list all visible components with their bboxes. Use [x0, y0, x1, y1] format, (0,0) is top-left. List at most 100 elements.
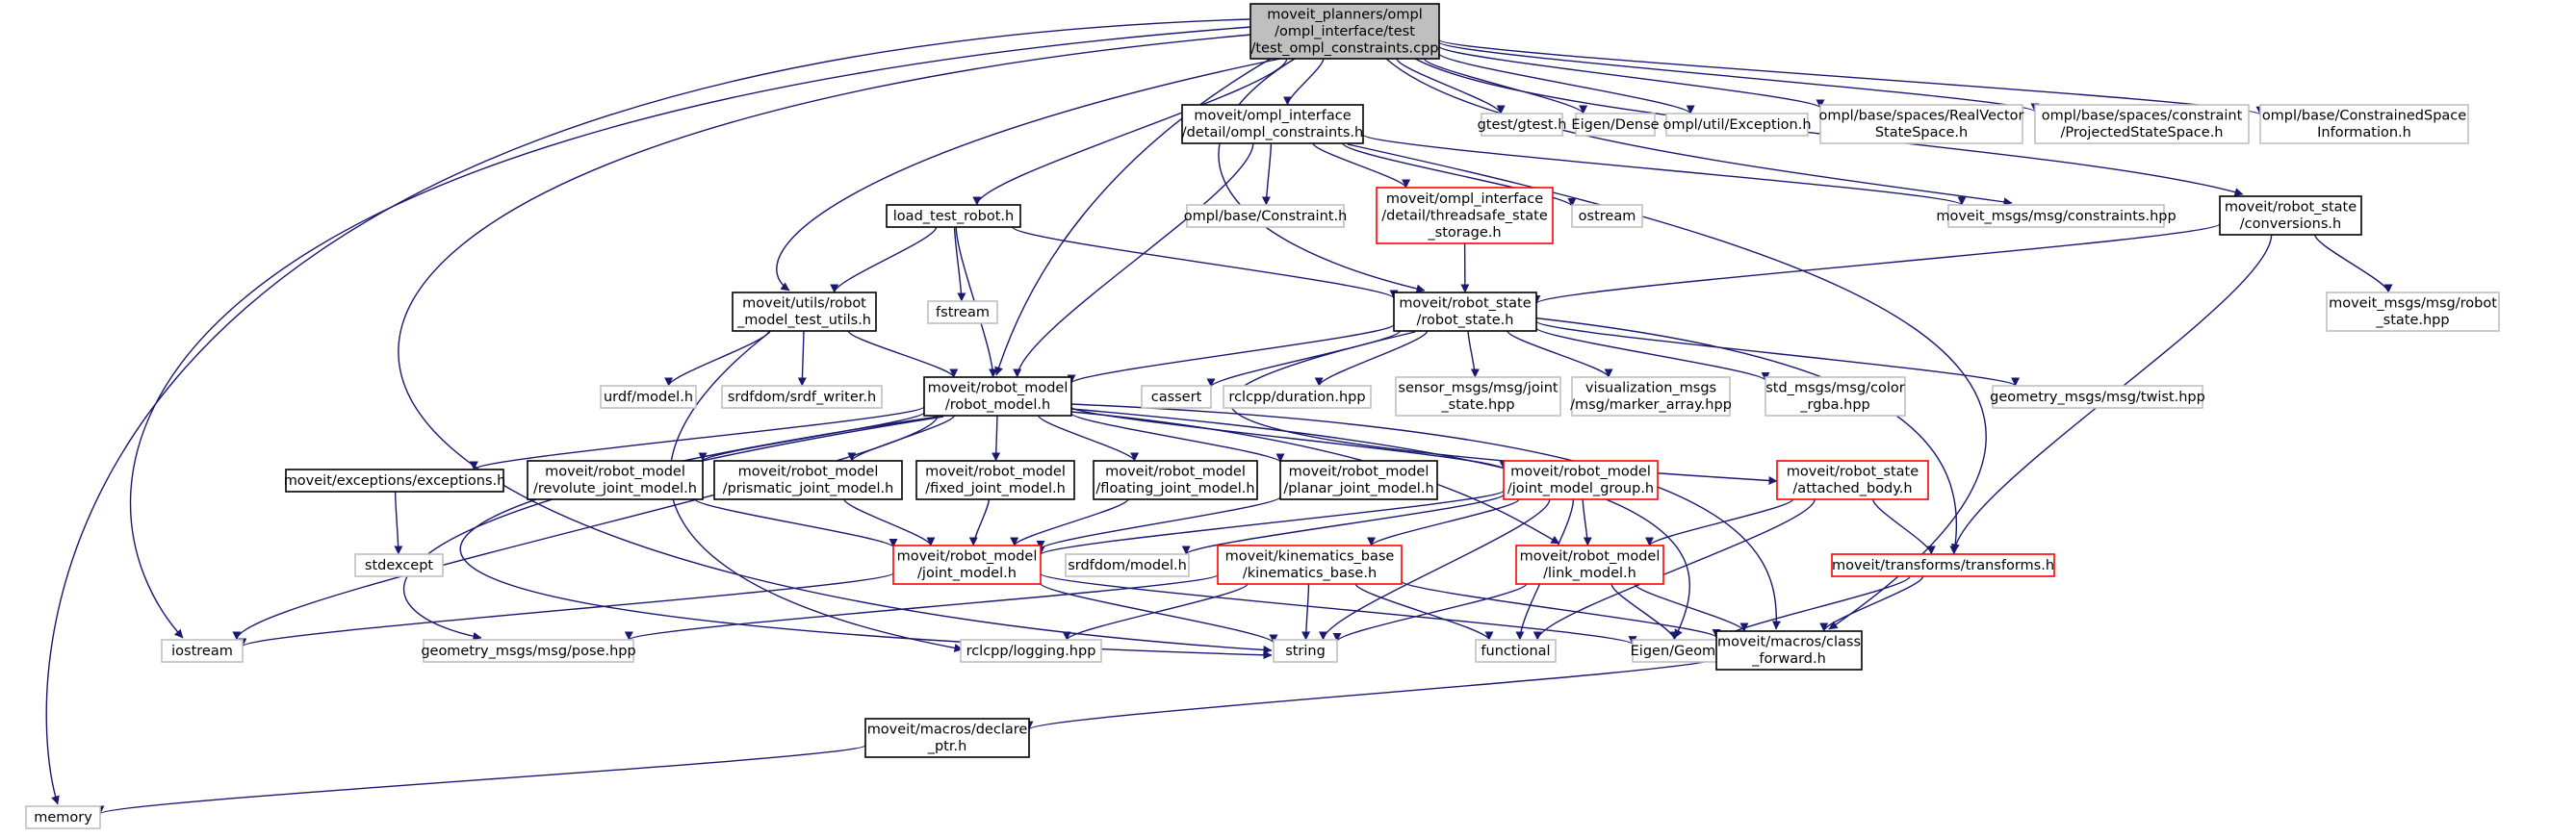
node-revolute[interactable]: moveit/robot_model/revolute_joint_model.… [527, 460, 704, 500]
node-attached_body[interactable]: moveit/robot_state/attached_body.h [1776, 460, 1929, 500]
edge-joint_model_group-to-srdf_model [1181, 494, 1505, 555]
node-label-line: moveit/robot_model [1510, 465, 1651, 480]
node-ompl_constraint: ompl/base/Constraint.h [1184, 204, 1348, 228]
edge-root-to-iostream [129, 26, 1252, 639]
node-label-line: sensor_msgs/msg/joint [1398, 381, 1558, 396]
edge-kinematics_base-to-string [1301, 583, 1311, 641]
node-prismatic[interactable]: moveit/robot_model/prismatic_joint_model… [713, 460, 903, 500]
node-label-line: _ptr.h [927, 739, 967, 754]
node-label-line: /planar_joint_model.h [1283, 481, 1433, 496]
node-label-line: moveit/robot_model [925, 465, 1066, 480]
node-box-root [1249, 3, 1440, 60]
node-load_test_robot[interactable]: load_test_robot.h [886, 204, 1021, 228]
edge-conversions-to-robot_state_h [1532, 222, 2221, 305]
node-constraints_hpp: moveit_msgs/msg/constraints.hpp [1936, 204, 2177, 228]
node-box-urdf_model [600, 385, 697, 409]
node-label-line: visualization_msgs [1585, 381, 1716, 396]
node-box-joint_model_group [1503, 460, 1659, 500]
node-label-line: _model_test_utils.h [736, 313, 871, 328]
node-link_model[interactable]: moveit/robot_model/link_model.h [1515, 545, 1664, 585]
node-joint_model_h[interactable]: moveit/robot_model/joint_model.h [892, 545, 1042, 585]
node-label-line: stdexcept [365, 558, 434, 573]
edge-robot_state_h-to-rclcpp_duration [1314, 330, 1429, 387]
node-robot_model_h[interactable]: moveit/robot_model/robot_model.h [923, 376, 1072, 417]
node-box-realvector [1819, 104, 2023, 144]
node-label-line: srdfdom/srdf_writer.h [728, 390, 876, 405]
node-kinematics_base[interactable]: moveit/kinematics_base/kinematics_base.h [1217, 545, 1403, 585]
node-label-line: moveit/ompl_interface [1194, 109, 1351, 124]
node-box-robot_model_test_utils [732, 292, 877, 332]
node-threadsafe[interactable]: moveit/ompl_interface/detail/threadsafe_… [1376, 187, 1554, 244]
node-label-line: moveit/robot_model [928, 381, 1069, 396]
node-srdf_model: srdfdom/model.h [1065, 553, 1190, 577]
node-box-ompl_exception [1665, 113, 1809, 137]
node-label-line: ostream [1579, 209, 1636, 224]
node-joint_model_group[interactable]: moveit/robot_model/joint_model_group.h [1503, 460, 1659, 500]
node-label-line: /robot_model.h [945, 397, 1050, 413]
edge-robot_model_h-to-exceptions [470, 406, 925, 470]
node-label-line: moveit_planners/ompl [1267, 7, 1423, 22]
node-label-line: moveit_msgs/msg/robot [2329, 296, 2497, 312]
node-box-rclcpp_logging [960, 639, 1102, 663]
node-box-load_test_robot [886, 204, 1021, 228]
node-transforms[interactable]: moveit/transforms/transforms.h [1831, 553, 2055, 577]
node-label-line: rclcpp/duration.hpp [1228, 390, 1365, 405]
node-label-line: moveit/robot_state [1399, 296, 1531, 312]
node-box-joint_model_h [892, 545, 1042, 585]
edge-root-to-string [398, 34, 1273, 654]
edge-planar-to-joint_model_h [1036, 495, 1281, 550]
node-floating[interactable]: moveit/robot_model/floating_joint_model.… [1093, 460, 1258, 500]
node-fixed[interactable]: moveit/robot_model/fixed_joint_model.h [915, 460, 1075, 500]
node-label-line: moveit_msgs/msg/constraints.hpp [1936, 209, 2176, 224]
edge-ompl_constraints_h-to-class_forward [1347, 143, 1987, 630]
node-twist: geometry_msgs/msg/twist.hpp [1990, 385, 2205, 409]
node-box-transforms [1831, 553, 2055, 577]
edge-declare_ptr-to-memory [95, 744, 866, 815]
edge-root-to-ompl_constraints_h [1283, 58, 1325, 106]
node-box-twist [1992, 385, 2203, 409]
edge-robot_model_h-to-eigen_geometry [1070, 408, 1690, 639]
edge-ompl_constraints_h-to-ostream [1342, 142, 1577, 208]
node-conversions[interactable]: moveit/robot_state/conversions.h [2219, 195, 2362, 236]
edge-load_test_robot-to-robot_state_h [1012, 226, 1399, 299]
node-label-line: moveit/robot_state [2225, 200, 2357, 216]
node-label-line: _state.hpp [2375, 313, 2449, 328]
node-label-line: ompl/base/spaces/constraint [2042, 109, 2243, 124]
node-label-line: /revolute_joint_model.h [533, 481, 697, 496]
node-box-fstream [927, 300, 998, 324]
node-class_forward[interactable]: moveit/macros/class_forward.h [1715, 630, 1863, 671]
node-robot_model_test_utils[interactable]: moveit/utils/robot_model_test_utils.h [732, 292, 877, 332]
node-label-line: load_test_robot.h [893, 209, 1014, 224]
edge-load_test_robot-to-robot_model_test_utils [830, 226, 938, 293]
edge-root-to-conversions [1414, 58, 2244, 196]
node-label-line: moveit/exceptions/exceptions.h [284, 473, 506, 489]
node-box-class_forward [1715, 630, 1863, 671]
node-ompl_constraints_h[interactable]: moveit/ompl_interface/detail/ompl_constr… [1181, 104, 1364, 144]
edge-root-to-robot_model_h [994, 58, 1272, 376]
node-label-line: ompl/base/spaces/RealVector [1818, 109, 2023, 124]
node-exceptions[interactable]: moveit/exceptions/exceptions.h [284, 469, 506, 493]
node-box-floating [1093, 460, 1258, 500]
edge-robot_model_h-to-planar [1070, 413, 1285, 463]
node-declare_ptr[interactable]: moveit/macros/declare_ptr.h [864, 718, 1030, 758]
node-box-prismatic [713, 460, 903, 500]
header-nodes: moveit_planners/ompl/ompl_interface/test… [25, 3, 2500, 829]
node-ompl_exception: ompl/util/Exception.h [1662, 113, 1812, 137]
edge-root-to-ompl_exception [1438, 53, 1695, 114]
node-iostream: iostream [161, 639, 244, 663]
edge-kinematics_base-to-rclcpp_logging [1062, 583, 1249, 641]
node-box-joint_state_hpp [1395, 376, 1561, 417]
node-robot_state_h[interactable]: moveit/robot_state/robot_state.h [1393, 292, 1537, 332]
node-label-line: ompl/base/Constraint.h [1184, 209, 1348, 224]
node-box-pose_hpp [423, 639, 634, 663]
node-root[interactable]: moveit_planners/ompl/ompl_interface/test… [1249, 3, 1440, 60]
edge-root-to-realvector [1438, 45, 1825, 109]
edge-root-to-gtest [1396, 58, 1506, 114]
edge-joint_model_group-to-string [1319, 498, 1551, 641]
node-box-robot_state_h [1393, 292, 1537, 332]
node-box-cassert [1141, 385, 1212, 409]
node-planar[interactable]: moveit/robot_model/planar_joint_model.h [1279, 460, 1438, 500]
edge-kinematics_base-to-class_forward [1401, 580, 1721, 639]
